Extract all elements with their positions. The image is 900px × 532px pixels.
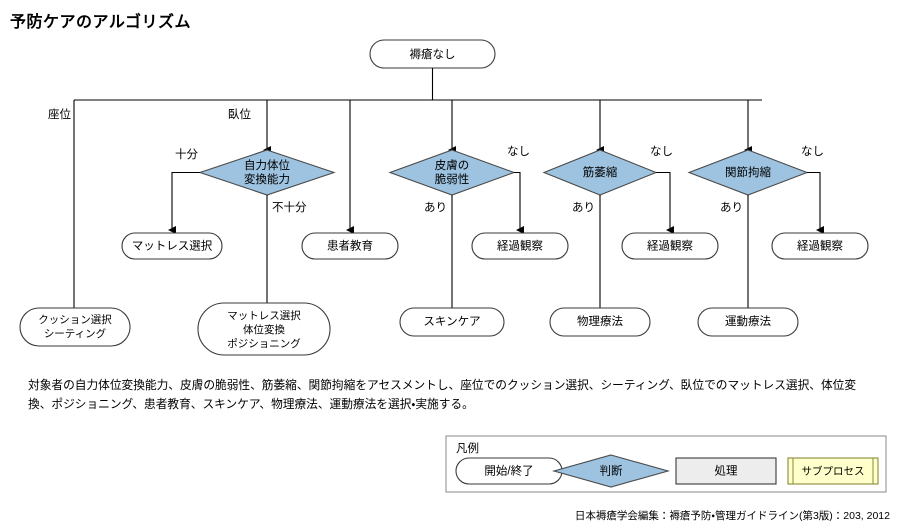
- edge-label-sitting: 座位: [48, 108, 71, 121]
- node-decision-1[interactable]: 自力体位 変換能力: [198, 149, 336, 196]
- connector-start-bus: [70, 68, 762, 318]
- node-bottom-5-label: 運動療法: [725, 314, 771, 328]
- edge-label-d1-no: 不十分: [272, 200, 307, 214]
- node-decision-2[interactable]: 皮膚の 脆弱性: [388, 149, 516, 196]
- node-mid-5-label: 経過観察: [797, 239, 843, 253]
- legend-title: 凡例: [456, 441, 479, 455]
- node-bottom-2-label-line-3: ポジショニング: [227, 337, 301, 350]
- edge-label-lying: 臥位: [228, 108, 251, 121]
- node-start-label: 褥瘡なし: [410, 47, 456, 61]
- node-start[interactable]: 褥瘡なし: [369, 39, 496, 69]
- legend-item-decision: 判断: [551, 454, 671, 488]
- legend-item-subprocess-label: サブプロセス: [802, 464, 865, 477]
- node-bottom-4-label: 物理療法: [577, 314, 623, 328]
- legend-item-process: 処理: [675, 457, 777, 485]
- legend-item-process-label: 処理: [715, 464, 738, 478]
- page-title: 予防ケアのアルゴリズム: [10, 14, 192, 31]
- edge-label-d3-no: なし: [650, 145, 673, 158]
- node-decision-3[interactable]: 筋萎縮: [542, 149, 658, 196]
- node-bottom-2-label-line-2: 体位変換: [243, 323, 285, 336]
- legend-item-start-end: 開始/終了: [455, 457, 563, 485]
- node-bottom-2-label-line-1: マットレス選択: [227, 309, 301, 322]
- node-mid-2-label: 患者教育: [327, 239, 373, 253]
- node-decision-4-label: 関節拘縮: [725, 165, 771, 179]
- node-bottom-3[interactable]: スキンケア: [399, 307, 505, 337]
- node-decision-4[interactable]: 関節拘縮: [687, 149, 809, 196]
- connector-d2: [448, 171, 524, 318]
- node-bottom-5[interactable]: 運動療法: [697, 307, 799, 337]
- legend-item-decision-label: 判断: [600, 465, 623, 478]
- node-mid-1[interactable]: マットレス選択: [121, 232, 223, 260]
- node-bottom-3-label: スキンケア: [423, 315, 480, 328]
- node-bottom-1[interactable]: クッション選択 シーティング: [19, 307, 131, 347]
- node-bottom-2[interactable]: マットレス選択 体位変換 ポジショニング: [197, 302, 331, 356]
- node-bottom-4[interactable]: 物理療法: [549, 307, 651, 337]
- node-mid-2[interactable]: 患者教育: [301, 232, 399, 260]
- node-bottom-1-label-line-1: クッション選択: [38, 313, 112, 326]
- edge-label-d4-yes: あり: [720, 201, 743, 214]
- node-mid-3[interactable]: 経過観察: [471, 232, 569, 260]
- node-mid-4[interactable]: 経過観察: [621, 232, 719, 260]
- edge-label-d3-yes: あり: [572, 201, 595, 214]
- connector-d1: [168, 171, 271, 318]
- connector-d4: [744, 171, 824, 318]
- node-mid-4-label: 経過観察: [647, 239, 693, 253]
- source-citation: 日本褥瘡学会編集：褥瘡予防・管理ガイドライン(第3版)：203, 2012: [574, 510, 890, 522]
- legend-item-start-end-label: 開始/終了: [484, 464, 533, 478]
- legend-item-subprocess: サブプロセス: [787, 457, 879, 485]
- node-decision-1-label-line-1: 自力体位: [244, 158, 290, 172]
- node-mid-1-label: マットレス選択: [132, 239, 213, 253]
- connector-d3: [596, 171, 674, 318]
- node-decision-3-label: 筋萎縮: [583, 165, 618, 179]
- node-mid-3-label: 経過観察: [497, 239, 543, 253]
- legend: 凡例 開始/終了 判断 処理 サブプロセス: [445, 435, 887, 493]
- node-decision-1-label-line-2: 変換能力: [244, 172, 290, 186]
- edge-label-d2-yes: あり: [424, 201, 447, 214]
- node-bottom-1-label-line-2: シーティング: [44, 327, 107, 340]
- edge-label-d2-no: なし: [507, 145, 530, 158]
- edge-label-d1-yes: 十分: [175, 147, 198, 161]
- edge-label-d4-no: なし: [801, 145, 824, 158]
- description-text: 対象者の自力体位変換能力、皮膚の脆弱性、筋萎縮、関節拘縮をアセスメントし、座位で…: [28, 379, 857, 411]
- node-decision-2-label-line-1: 皮膚の: [435, 158, 470, 172]
- node-decision-2-label-line-2: 脆弱性: [435, 172, 470, 186]
- node-mid-5[interactable]: 経過観察: [771, 232, 869, 260]
